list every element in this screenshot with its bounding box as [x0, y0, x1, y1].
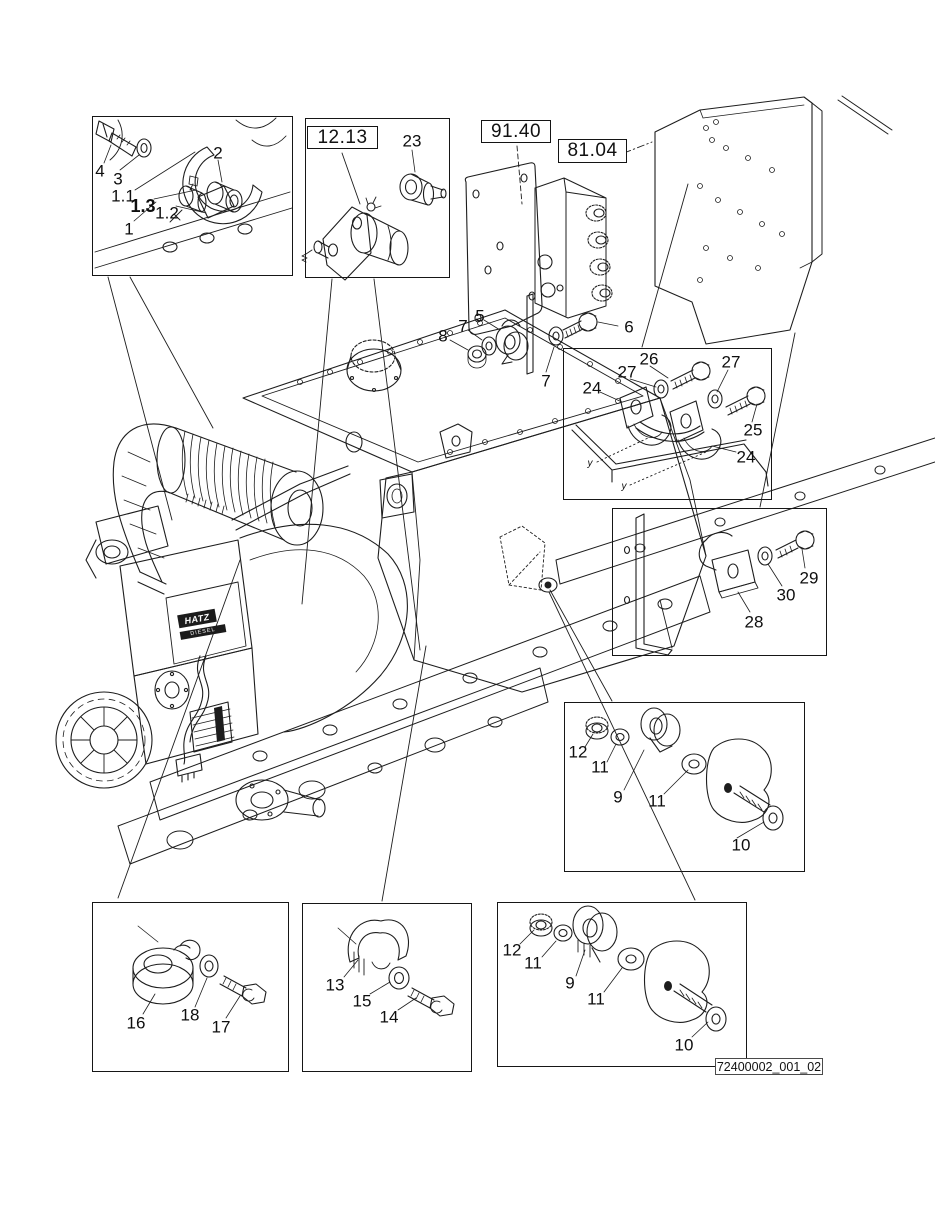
part-callout-9: 9	[613, 787, 623, 807]
part-callout-4: 4	[95, 161, 105, 181]
part-callout-17: 17	[211, 1017, 231, 1037]
part-callout-5: 5	[475, 306, 485, 326]
panel-solenoid-detail	[305, 118, 450, 278]
part-callout-6: 6	[624, 317, 634, 337]
pipe-clamps-24-27-art	[571, 361, 769, 487]
part-callout-12: 12	[502, 940, 522, 960]
part-callout-13: 13	[325, 975, 345, 995]
part-callout-25: 25	[743, 420, 763, 440]
part-callout-1-3: 1.3	[130, 196, 156, 216]
panel-cable-clamp-lower-9-12	[497, 902, 747, 1067]
part-callout-11: 11	[524, 953, 542, 973]
panel-clamp-13-15	[302, 903, 472, 1072]
part-callout-7: 7	[541, 371, 551, 391]
panel-clamp-16-18	[92, 902, 289, 1072]
part-callout-11: 11	[587, 989, 605, 1009]
engine-mount-inset-art	[94, 117, 293, 269]
part-callout-y: y	[587, 458, 593, 469]
part-callout-8: 8	[438, 326, 448, 346]
part-callout-9: 9	[565, 973, 575, 993]
part-callout-24: 24	[582, 378, 602, 398]
part-callout-10: 10	[731, 835, 751, 855]
valve-block-art	[464, 162, 613, 335]
part-callout-27: 27	[617, 362, 637, 382]
part-callout-26: 26	[639, 349, 659, 369]
mounting-plate-art	[654, 95, 893, 345]
clamp-hardware-top-art	[449, 312, 619, 373]
part-callout-2: 2	[213, 143, 223, 163]
clamp-16-18-art	[132, 925, 267, 1019]
ref-box-12-13: 12.13	[307, 126, 378, 149]
part-callout-1-2: 1.2	[155, 203, 179, 223]
part-callout-12: 12	[568, 742, 588, 762]
part-callout-16: 16	[126, 1013, 146, 1033]
part-callout-29: 29	[799, 568, 819, 588]
part-callout-3: 3	[113, 169, 123, 189]
panel-engine-mount-detail	[92, 116, 293, 276]
ref-box-91-40: 91.40	[481, 120, 551, 143]
panel-clamp-28-30	[612, 508, 827, 656]
solenoid-inset-art	[301, 149, 447, 281]
cable-clamp-lower-art	[519, 905, 727, 1038]
chassis-frame-art	[117, 437, 935, 865]
cable-clamp-upper-art	[584, 707, 784, 839]
clamp-28-30-art	[623, 513, 815, 656]
part-callout-30: 30	[776, 585, 796, 605]
part-callout-28: 28	[744, 612, 764, 632]
part-callout-11: 11	[648, 791, 666, 811]
part-callout-23: 23	[402, 131, 422, 151]
part-callout-7: 7	[458, 316, 468, 336]
part-callout-24: 24	[736, 447, 756, 467]
panel-pipe-clamps-24-27	[563, 348, 772, 500]
part-callout-11: 11	[591, 757, 609, 777]
part-callout-18: 18	[180, 1005, 200, 1025]
engine-art	[55, 423, 408, 821]
part-callout-1-1: 1.1	[111, 186, 135, 206]
part-callout-1: 1	[124, 219, 134, 239]
part-callout-27: 27	[721, 352, 741, 372]
part-callout-15: 15	[352, 991, 372, 1011]
document-id-box: 72400002_001_02	[715, 1058, 823, 1075]
part-callout-14: 14	[379, 1007, 399, 1027]
clamp-13-15-art	[337, 919, 455, 1017]
panel-cable-clamp-upper-9-12	[564, 702, 805, 872]
ref-box-81-04: 81.04	[558, 139, 627, 163]
leader-lines	[107, 141, 796, 902]
part-callout-10: 10	[674, 1035, 694, 1055]
part-callout-y: y	[621, 481, 627, 492]
